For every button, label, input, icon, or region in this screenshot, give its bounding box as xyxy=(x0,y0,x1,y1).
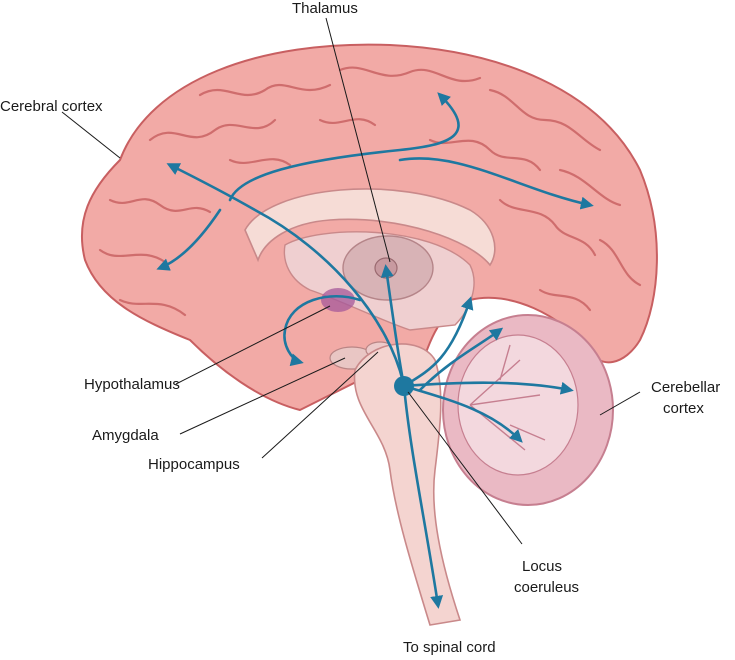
label-cerebral-cortex: Cerebral cortex xyxy=(0,98,103,115)
locus-coeruleus-node xyxy=(394,376,414,396)
label-locus-line2: coeruleus xyxy=(514,579,579,596)
label-cerebellar-line1: Cerebellar xyxy=(651,379,720,396)
label-hypothalamus: Hypothalamus xyxy=(84,376,180,393)
gyri-folds xyxy=(98,66,642,317)
label-cerebellar-line2: cortex xyxy=(663,400,704,417)
label-amygdala: Amygdala xyxy=(92,427,159,444)
corpus-callosum xyxy=(244,188,496,267)
brainstem xyxy=(353,343,462,626)
label-hippocampus: Hippocampus xyxy=(148,456,240,473)
label-spinal-cord: To spinal cord xyxy=(403,639,496,656)
label-locus-line1: Locus xyxy=(522,558,562,575)
leader-lines xyxy=(61,17,641,545)
label-thalamus: Thalamus xyxy=(292,0,358,17)
cerebrum xyxy=(80,43,658,412)
pathways xyxy=(156,92,594,609)
cerebellum-inner xyxy=(457,334,579,476)
